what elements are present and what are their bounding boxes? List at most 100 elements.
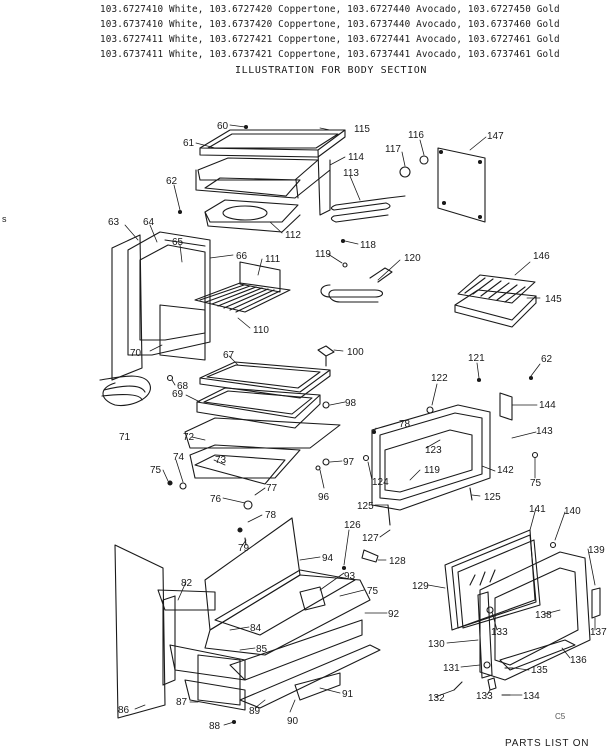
- illustration-title: ILLUSTRATION FOR BODY SECTION: [235, 65, 427, 76]
- callout-70: 70: [130, 348, 142, 359]
- drawer-base-part: [204, 517, 371, 656]
- callout-139: 139: [588, 545, 605, 556]
- callout-135: 135: [531, 665, 548, 676]
- frame-rails-part: [157, 589, 381, 711]
- margin-mark: s: [2, 214, 7, 224]
- callout-118: 118: [360, 240, 376, 251]
- callout-67: 67: [223, 350, 235, 361]
- side-panel-86: [114, 544, 166, 719]
- drip-tray-part: [196, 361, 331, 429]
- callout-65: 65: [172, 237, 184, 248]
- callout-117: 117: [385, 144, 401, 155]
- callout-110: 110: [253, 325, 269, 336]
- bottom-panel-part: [184, 417, 341, 485]
- callout-113: 113: [343, 168, 359, 179]
- callout-136: 136: [570, 655, 587, 666]
- callout-93: 93: [344, 571, 356, 582]
- door-hinge-part: [477, 591, 497, 691]
- model-line-2: 103.6737410 White, 103.6737420 Copperton…: [100, 19, 560, 30]
- callout-91: 91: [342, 689, 354, 700]
- callout-111: 111: [265, 254, 281, 265]
- callout-76: 76: [210, 494, 222, 505]
- callout-126: 126: [344, 520, 361, 531]
- callout-64: 64: [143, 217, 155, 228]
- model-header: 103.6727410 White, 103.6727420 Copperton…: [0, 0, 608, 80]
- oven-door-inner-part: [371, 392, 513, 526]
- oven-cavity-part: [111, 231, 211, 381]
- oven-rack-part: [194, 261, 291, 313]
- callout-96: 96: [318, 492, 330, 503]
- cooktop-frame-part: [195, 129, 346, 216]
- callout-112: 112: [285, 230, 301, 241]
- broiler-pan-part: [454, 274, 537, 328]
- callout-131: 131: [443, 663, 460, 674]
- callout-94: 94: [322, 553, 334, 564]
- parts-list-reference: PARTS LIST ON: [505, 738, 590, 749]
- model-line-1: 103.6727410 White, 103.6727420 Copperton…: [100, 4, 560, 15]
- callout-133: 133: [491, 627, 508, 638]
- callout-labels: 60 61 115 116 147 117 114 62 113 63 64 1…: [108, 121, 607, 732]
- callout-127: 127: [362, 533, 379, 544]
- callout-88: 88: [209, 721, 221, 732]
- callout-66: 66: [236, 251, 248, 262]
- callout-75-right: 75: [530, 478, 542, 489]
- callout-119-lower: 119: [424, 465, 440, 476]
- callout-116: 116: [408, 130, 424, 141]
- callout-97: 97: [343, 457, 355, 468]
- callout-85: 85: [256, 644, 268, 655]
- callout-62-right: 62: [541, 354, 553, 365]
- callout-79: 79: [238, 543, 250, 554]
- callout-147: 147: [487, 131, 504, 142]
- callout-78: 78: [399, 419, 411, 430]
- callout-82: 82: [181, 578, 193, 589]
- callout-71: 71: [119, 432, 131, 443]
- knob-117: [399, 166, 411, 178]
- callout-68: 68: [177, 381, 189, 392]
- page-mark: C5: [555, 712, 566, 721]
- callout-90: 90: [287, 716, 299, 727]
- callout-125-right: 125: [484, 492, 501, 503]
- callout-132: 132: [428, 693, 445, 704]
- callout-140: 140: [564, 506, 581, 517]
- callout-63: 63: [108, 217, 120, 228]
- leader-lines: [124, 124, 596, 726]
- callout-84: 84: [250, 623, 262, 634]
- callout-69: 69: [172, 389, 184, 400]
- callout-128: 128: [389, 556, 406, 567]
- callout-73: 73: [215, 455, 227, 466]
- callout-60: 60: [217, 121, 229, 132]
- callout-100: 100: [347, 347, 364, 358]
- callout-141: 141: [529, 504, 546, 515]
- callout-98: 98: [345, 398, 357, 409]
- callout-124: 124: [372, 477, 389, 488]
- knob-116: [419, 155, 429, 165]
- callout-137: 137: [590, 627, 607, 638]
- callout-119: 119: [315, 249, 331, 260]
- screws-part: [177, 124, 557, 725]
- burner-box-part: [204, 199, 301, 233]
- surface-element-part: [330, 195, 406, 223]
- callout-86: 86: [118, 705, 130, 716]
- callout-146: 146: [533, 251, 550, 262]
- oven-door-glass-part: [444, 529, 541, 631]
- callout-87: 87: [176, 697, 188, 708]
- callout-72: 72: [183, 432, 195, 443]
- callout-121: 121: [468, 353, 485, 364]
- broil-element-part: [320, 267, 393, 303]
- callout-138: 138: [535, 610, 552, 621]
- callout-130: 130: [428, 639, 445, 650]
- callout-75: 75: [150, 465, 162, 476]
- wire-harness-part: [99, 375, 151, 407]
- callout-75-lower: 75: [367, 586, 379, 597]
- callout-134: 134: [523, 691, 540, 702]
- callout-77: 77: [266, 483, 278, 494]
- callout-129: 129: [412, 581, 429, 592]
- callout-62: 62: [166, 176, 178, 187]
- callout-133-lower: 133: [476, 691, 493, 702]
- back-panel-147: [437, 147, 486, 223]
- callout-61: 61: [183, 138, 195, 149]
- callout-125-left: 125: [357, 501, 374, 512]
- callout-144: 144: [539, 400, 556, 411]
- oven-door-frame-part: [479, 551, 601, 681]
